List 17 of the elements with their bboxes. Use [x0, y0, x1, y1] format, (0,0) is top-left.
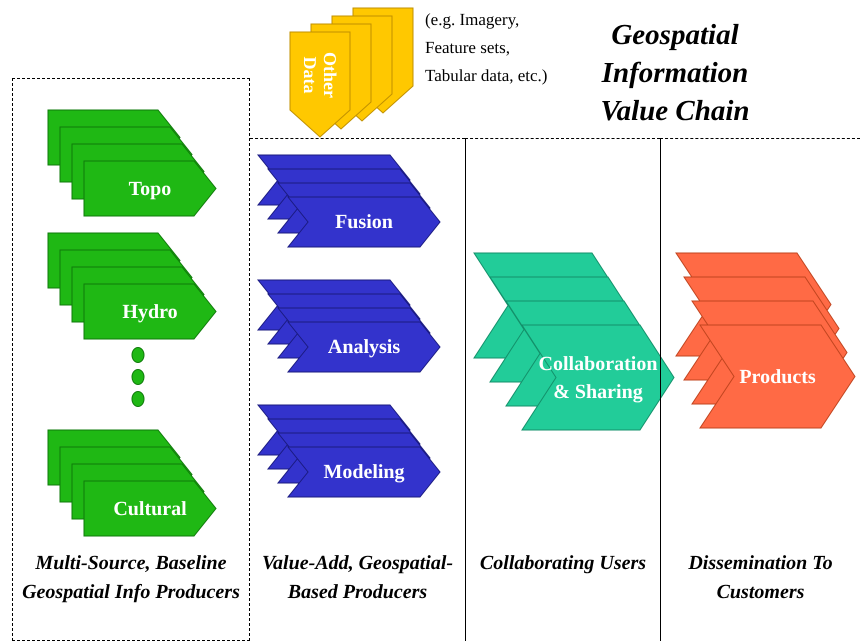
column-panel	[12, 78, 250, 641]
stack-label: Hydro	[122, 300, 178, 324]
column-caption: Dissemination To Customers	[687, 551, 834, 605]
diagram-title: Geospatial Information Value Chain	[599, 18, 751, 129]
stack-label: Collaboration & Sharing	[538, 352, 658, 404]
stack-label: Topo	[128, 176, 172, 202]
column-caption: Collaborating Users	[478, 551, 648, 576]
stack-label: Analysis	[328, 335, 400, 360]
column-caption: Value-Add, Geospatial-Based Producers	[260, 551, 454, 605]
stack-label: Fusion	[335, 210, 393, 235]
column-panel	[660, 138, 860, 641]
stack-label: Products	[739, 364, 816, 390]
example-note: (e.g. Imagery, Feature sets, Tabular data, etc.)	[425, 9, 548, 87]
stack-label: Cultural	[113, 496, 187, 522]
stack-label: Modeling	[323, 460, 405, 485]
column-caption: Multi-Source, Baseline Geospatial Info Producers	[21, 551, 241, 605]
stack-label: Other Data	[300, 50, 340, 100]
